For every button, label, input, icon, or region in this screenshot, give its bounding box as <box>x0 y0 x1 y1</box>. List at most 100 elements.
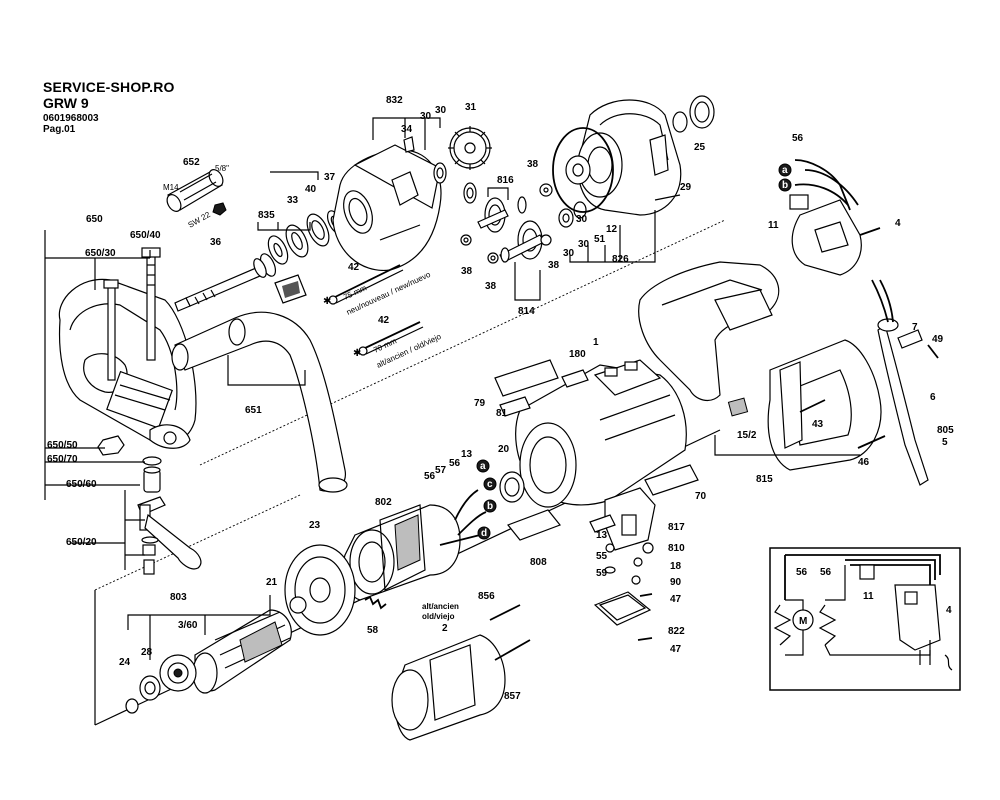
brush-leads-56-57 <box>439 489 487 546</box>
label-12: 12 <box>606 224 618 235</box>
schematic-label-56: 56 <box>820 567 832 578</box>
label-822: 822 <box>668 626 685 637</box>
label-30: 30 <box>578 239 590 250</box>
label-20: 20 <box>498 444 510 455</box>
bearing-ring-835 <box>267 210 344 265</box>
label-38: 38 <box>527 159 539 170</box>
label-old-text: alt/ancien / old/viejo <box>375 332 443 370</box>
label-3-60: 3/60 <box>178 620 198 631</box>
label-18: 18 <box>670 561 682 572</box>
label-38: 38 <box>461 266 473 277</box>
lead-markers: a c b d <box>476 459 497 540</box>
screw-43-46 <box>799 399 886 449</box>
group-650-brackets <box>44 230 151 570</box>
label-835: 835 <box>258 210 275 221</box>
label-810: 810 <box>668 543 685 554</box>
label-47: 47 <box>670 594 682 605</box>
label-38: 38 <box>548 260 560 271</box>
field-coil-802 <box>342 504 461 601</box>
label-857: 857 <box>504 691 521 702</box>
marker-c: c <box>487 479 493 490</box>
bearing-plate-23 <box>284 544 356 636</box>
labels-79-81-180 <box>494 359 699 496</box>
schematic-label-4: 4 <box>946 605 952 616</box>
group-835-bracket <box>257 171 319 231</box>
label-34: 34 <box>401 124 413 135</box>
label-m14: M14 <box>163 183 179 192</box>
label-42-old: 42 <box>378 315 390 326</box>
bearings-30-group <box>558 201 587 228</box>
plate-808 <box>507 509 561 541</box>
label-56: 56 <box>792 133 804 144</box>
wires-56 <box>778 159 859 211</box>
label-28: 28 <box>141 647 153 658</box>
screw-42-new: ✱ <box>323 264 404 307</box>
marker-a: a <box>480 461 486 472</box>
motor-housing <box>515 359 687 508</box>
label-36: 36 <box>210 237 222 248</box>
label-30: 30 <box>435 105 447 116</box>
label-650-70: 650/70 <box>47 454 78 465</box>
stator-old <box>391 604 531 741</box>
label-56: 56 <box>449 458 461 469</box>
label-856: 856 <box>478 591 495 602</box>
label-sticker <box>274 274 307 304</box>
cable-clamp-7-49 <box>897 329 939 359</box>
group-803-bracket <box>127 595 271 660</box>
spring-810-screws <box>604 542 654 597</box>
label-23: 23 <box>309 520 321 531</box>
page-number: Pag.01 <box>43 124 76 135</box>
gear-31 <box>448 126 492 170</box>
label-30: 30 <box>563 248 575 259</box>
label-43: 43 <box>812 419 824 430</box>
header: SERVICE-SHOP.RO GRW 9 0601968003 Pag.01 <box>43 80 175 135</box>
label-652: 652 <box>183 157 200 168</box>
label-42-new: 42 <box>348 262 360 273</box>
label-2: 2 <box>442 623 448 634</box>
label-651: 651 <box>245 405 262 416</box>
label-59: 59 <box>596 568 608 579</box>
label-old-stator-1: alt/ancien <box>422 602 459 611</box>
handle-nut-and-sleeve <box>97 435 202 575</box>
gearbox-cover <box>577 99 682 216</box>
switch-4 <box>789 194 881 276</box>
part-number: 0601968003 <box>43 113 99 124</box>
label-51: 51 <box>594 234 606 245</box>
label-650-60: 650/60 <box>66 479 97 490</box>
handle-tube-651 <box>171 311 348 493</box>
label-13: 13 <box>461 449 473 460</box>
label-808: 808 <box>530 557 547 568</box>
label-1: 1 <box>593 337 599 348</box>
schematic-label-56: 56 <box>796 567 808 578</box>
label-25: 25 <box>694 142 706 153</box>
gear-816 <box>477 196 527 233</box>
label-30: 30 <box>576 214 588 225</box>
label-56: 56 <box>424 471 436 482</box>
label-old-stator-2: old/viejo <box>422 612 455 621</box>
label-55: 55 <box>596 551 608 562</box>
label-38: 38 <box>485 281 497 292</box>
label-57: 57 <box>435 465 447 476</box>
label-826: 826 <box>612 254 629 265</box>
marker-d: d <box>481 528 487 539</box>
label-180: 180 <box>569 349 586 360</box>
label-40: 40 <box>305 184 317 195</box>
label-650: 650 <box>86 214 103 225</box>
label-803: 803 <box>170 592 187 603</box>
label-6: 6 <box>930 392 936 403</box>
handle-bolts <box>103 247 161 381</box>
fan-ring-20 <box>499 471 525 503</box>
brush-holder-817 <box>589 487 656 551</box>
label-7: 7 <box>912 322 918 333</box>
label-29: 29 <box>680 182 692 193</box>
cable-6 <box>871 279 929 486</box>
label-650-40: 650/40 <box>130 230 161 241</box>
chuck-adapter <box>166 169 227 216</box>
label-816: 816 <box>497 175 514 186</box>
label-90: 90 <box>670 577 682 588</box>
label-650-30: 650/30 <box>85 248 116 259</box>
label-13: 13 <box>596 530 608 541</box>
label-4: 4 <box>895 218 901 229</box>
spindle <box>174 253 277 312</box>
label-650-50: 650/50 <box>47 440 78 451</box>
